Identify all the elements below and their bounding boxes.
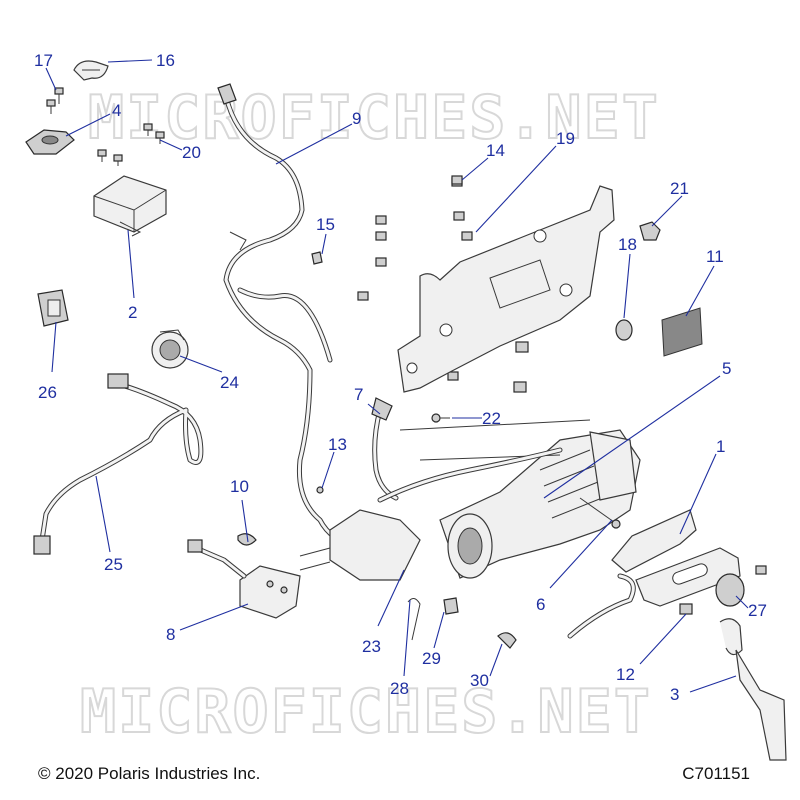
part-2-control-module [93, 175, 167, 237]
callout-14: 14 [486, 141, 505, 160]
copyright-notice: © 2020 Polaris Industries Inc. [38, 764, 261, 783]
part-22-bolt [431, 413, 450, 423]
part-30-clamp [497, 632, 517, 649]
part-16-clip [73, 60, 109, 81]
part-19-mounting-plate [397, 185, 615, 393]
part-14-bolt [451, 175, 463, 185]
callout-3: 3 [670, 685, 679, 704]
part-9-cable-harness [217, 83, 363, 553]
callout-9: 9 [352, 109, 361, 128]
part-13-screw [316, 486, 324, 494]
callout-11: 11 [706, 247, 724, 266]
watermark-top: MICROFICHES.NET [88, 83, 660, 153]
figure-number: C701151 [682, 764, 750, 783]
callout-21: 21 [670, 179, 689, 198]
callout-23: 23 [362, 637, 381, 656]
part-1-bracket [611, 509, 697, 573]
part-20-screws [97, 123, 165, 166]
part-18-grommet [615, 319, 633, 341]
callout-28: 28 [390, 679, 409, 698]
part-3-hook-strap [719, 618, 787, 761]
part-5-winch [399, 419, 641, 579]
part-6-wire-rope [579, 497, 621, 529]
callout-22: 22 [482, 409, 501, 428]
part-23-harness-block [299, 447, 563, 581]
part-rope-coil [567, 573, 636, 639]
part-11-label [661, 307, 703, 357]
callout-12: 12 [616, 665, 635, 684]
callout-5: 5 [722, 359, 731, 378]
callout-16: 16 [156, 51, 175, 70]
part-29-clip [443, 597, 459, 615]
part-26-rocker-switch [37, 289, 69, 327]
callout-29: 29 [422, 649, 441, 668]
callout-30: 30 [470, 671, 489, 690]
part-25-harness [33, 373, 204, 555]
part-21-nut [639, 221, 661, 241]
part-10-clip [237, 533, 257, 546]
callout-1: 1 [716, 437, 725, 456]
part-8-contactor [187, 539, 301, 619]
callout-8: 8 [166, 625, 175, 644]
part-17-screws [46, 87, 64, 114]
part-12-bolt [679, 603, 693, 615]
callout-27: 27 [748, 601, 767, 620]
part-24-connector-plug [151, 329, 189, 369]
callout-18: 18 [618, 235, 637, 254]
part-4-switch [25, 129, 75, 155]
part-7-cable [371, 397, 399, 501]
part-hawse-fairlead [635, 547, 741, 607]
mounting-bolts [357, 177, 529, 393]
callout-labels: 1 2 3 4 5 6 7 8 9 10 11 12 13 14 15 16 1… [34, 51, 767, 704]
callout-2: 2 [128, 303, 137, 322]
callout-6: 6 [536, 595, 545, 614]
leader-lines [45, 59, 749, 693]
part-27-stopper [715, 565, 767, 607]
part-15-screw [311, 251, 323, 265]
part-28-cable-tie [407, 598, 421, 641]
callout-25: 25 [104, 555, 123, 574]
callout-7: 7 [354, 385, 363, 404]
callout-13: 13 [328, 435, 347, 454]
callout-15: 15 [316, 215, 335, 234]
callout-17: 17 [34, 51, 53, 70]
callout-10: 10 [230, 477, 249, 496]
callout-4: 4 [112, 101, 121, 120]
watermark-bottom: MICROFICHES.NET [80, 677, 652, 747]
callout-26: 26 [38, 383, 57, 402]
callout-19: 19 [556, 129, 575, 148]
callout-24: 24 [220, 373, 239, 392]
callout-20: 20 [182, 143, 201, 162]
